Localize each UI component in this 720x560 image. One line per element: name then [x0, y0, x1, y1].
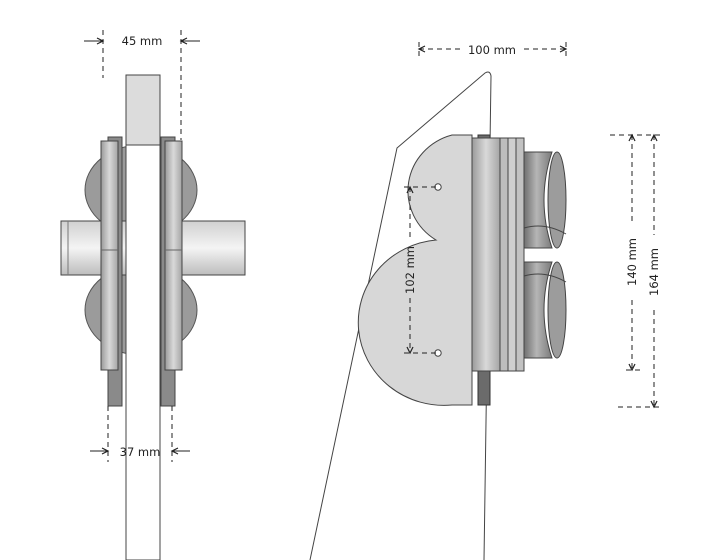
dim-45mm: 45 mm	[84, 30, 200, 140]
side-main-bar	[471, 137, 501, 372]
upper-spool-roller	[523, 151, 567, 249]
side-flange-1	[499, 137, 509, 372]
dim-164mm-label: 164 mm	[647, 248, 661, 296]
side-view	[309, 71, 567, 560]
front-left-bar	[100, 140, 119, 371]
dim-100mm: 100 mm	[417, 42, 568, 60]
dim-140mm-label: 140 mm	[625, 238, 639, 286]
front-plate	[125, 74, 161, 560]
front-right-bar	[164, 140, 183, 371]
dim-164mm: 164 mm	[618, 133, 662, 409]
dim-102mm: 102 mm	[403, 185, 438, 355]
front-plate-top-shade	[125, 74, 161, 146]
dim-37mm: 37 mm	[90, 406, 190, 462]
dim-102mm-label: 102 mm	[403, 246, 417, 294]
side-flange-3	[515, 137, 525, 372]
dim-100mm-label: 100 mm	[468, 43, 516, 57]
dim-140mm: 140 mm	[610, 133, 660, 372]
side-flange-2	[507, 137, 517, 372]
side-board-outline	[309, 71, 492, 560]
lower-spool-roller	[523, 261, 567, 359]
side-mounting-plate	[357, 134, 473, 406]
dim-45mm-label: 45 mm	[122, 34, 163, 48]
front-view	[60, 74, 246, 560]
dim-37mm-label: 37 mm	[120, 445, 161, 459]
